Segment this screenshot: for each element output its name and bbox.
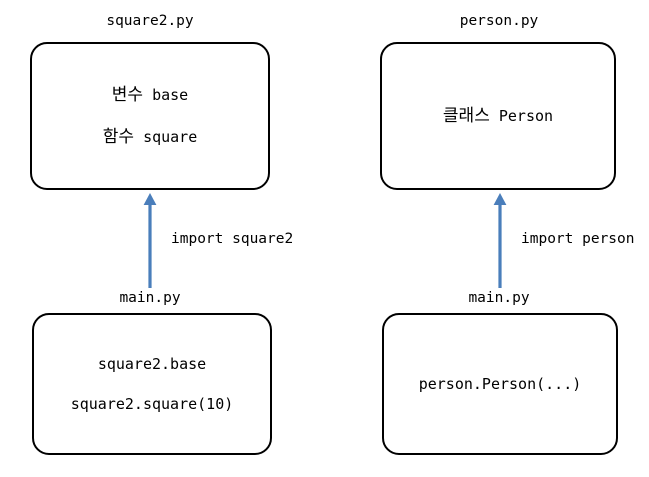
module-box-square2-line-1: 변수 base [112,85,188,105]
module-box-person: 클래스 Person [380,42,616,190]
import-arrow-person [493,193,507,288]
module-caption-square2: square2.py [106,13,194,29]
module-box-square2: 변수 base 함수 square [30,42,270,190]
module-box-square2-line-2: 함수 square [103,127,198,147]
module-box-person-line-1-latin: Person [498,106,554,125]
import-arrow-square2 [143,193,157,288]
module-caption-person: person.py [459,13,539,29]
import-label-person: import person [521,231,635,247]
module-box-square2-line-1-latin: base [152,85,189,104]
module-box-square2-line-1-korean: 변수 [111,84,144,105]
caller-box-square2: square2.base square2.square(10) [32,313,272,455]
import-label-square2: import square2 [171,231,294,247]
module-box-person-line-1: 클래스 Person [443,106,553,126]
module-box-person-line-1-korean: 클래스 [442,105,490,126]
caller-box-person: person.Person(...) [382,313,618,455]
module-box-square2-line-2-korean: 함수 [102,127,135,147]
caller-caption-square2: main.py [119,290,181,306]
caller-box-square2-line-1: square2.base [97,355,207,373]
module-box-square2-line-2-latin: square [143,128,198,146]
caller-box-person-line-1: person.Person(...) [418,375,582,393]
caller-box-square2-line-2: square2.square(10) [70,395,234,413]
caller-caption-person: main.py [468,290,530,306]
